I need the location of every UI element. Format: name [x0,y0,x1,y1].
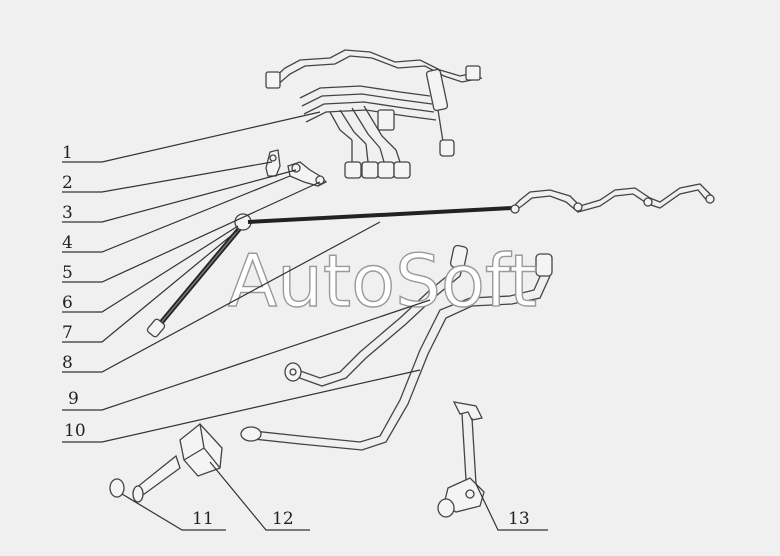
clamp-bracket [437,401,485,518]
callout-1: 1 [62,143,73,163]
callout-2: 2 [62,173,73,193]
callout-8: 8 [62,353,73,373]
callout-3: 3 [62,203,73,223]
callout-11: 11 [192,509,214,529]
callout-6: 6 [62,293,73,313]
main-fuel-line [146,183,715,338]
leader-lines [62,111,548,531]
callout-4: 4 [62,233,73,253]
callout-7: 7 [62,323,73,343]
bracket-and-fittings [265,149,328,187]
callout-labels: 1 2 3 4 5 6 7 8 9 10 11 12 13 [62,143,530,529]
callout-12: 12 [272,509,294,529]
callout-13: 13 [508,509,530,529]
callout-5: 5 [62,263,73,283]
callout-10: 10 [64,421,86,441]
watermark-text: AutoSoft [228,239,537,323]
callout-9: 9 [68,389,79,409]
long-bent-pipe [240,253,553,451]
bolt-and-sleeve [109,423,223,503]
injector-pipe-bundle [265,49,483,179]
return-tube [284,244,469,387]
